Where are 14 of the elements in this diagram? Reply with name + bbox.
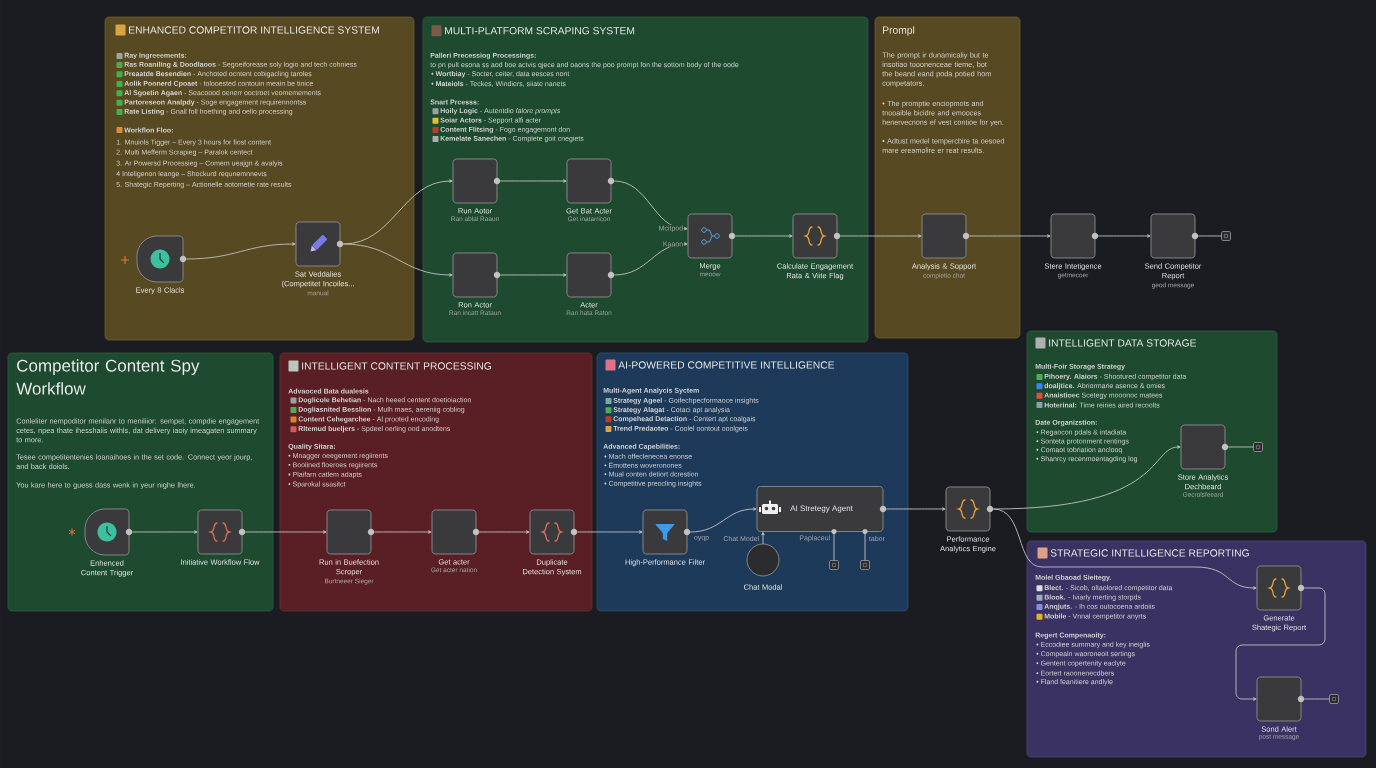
end-box (829, 560, 839, 570)
end-box (1221, 231, 1231, 241)
section-heading: AI-POWERED COMPETITIVE INTELLIGENCE (618, 361, 835, 369)
end-box (1253, 442, 1263, 452)
section-heading: INTELLIGENT DATA STORAGE (1049, 339, 1196, 347)
end-box (860, 560, 870, 570)
section-heading: ENHANCED COMPETITOR INTELLIGENCE SYSTEM (129, 26, 379, 34)
agent-box: AI Stretegy Agent (756, 486, 884, 532)
end-box (1329, 694, 1339, 704)
section-heading: INTELLIGENT CONTENT PROCESSING (302, 362, 491, 370)
section-heading: MULTI-PLATFORM SCRAPING SYSTEM (445, 27, 635, 35)
section-heading: Prompl (883, 26, 915, 36)
section-heading: STRATEGIC INTELLIGENCE REPORTING (1050, 549, 1249, 557)
note-title: Competitor Content Spy Workflow (16, 359, 200, 395)
